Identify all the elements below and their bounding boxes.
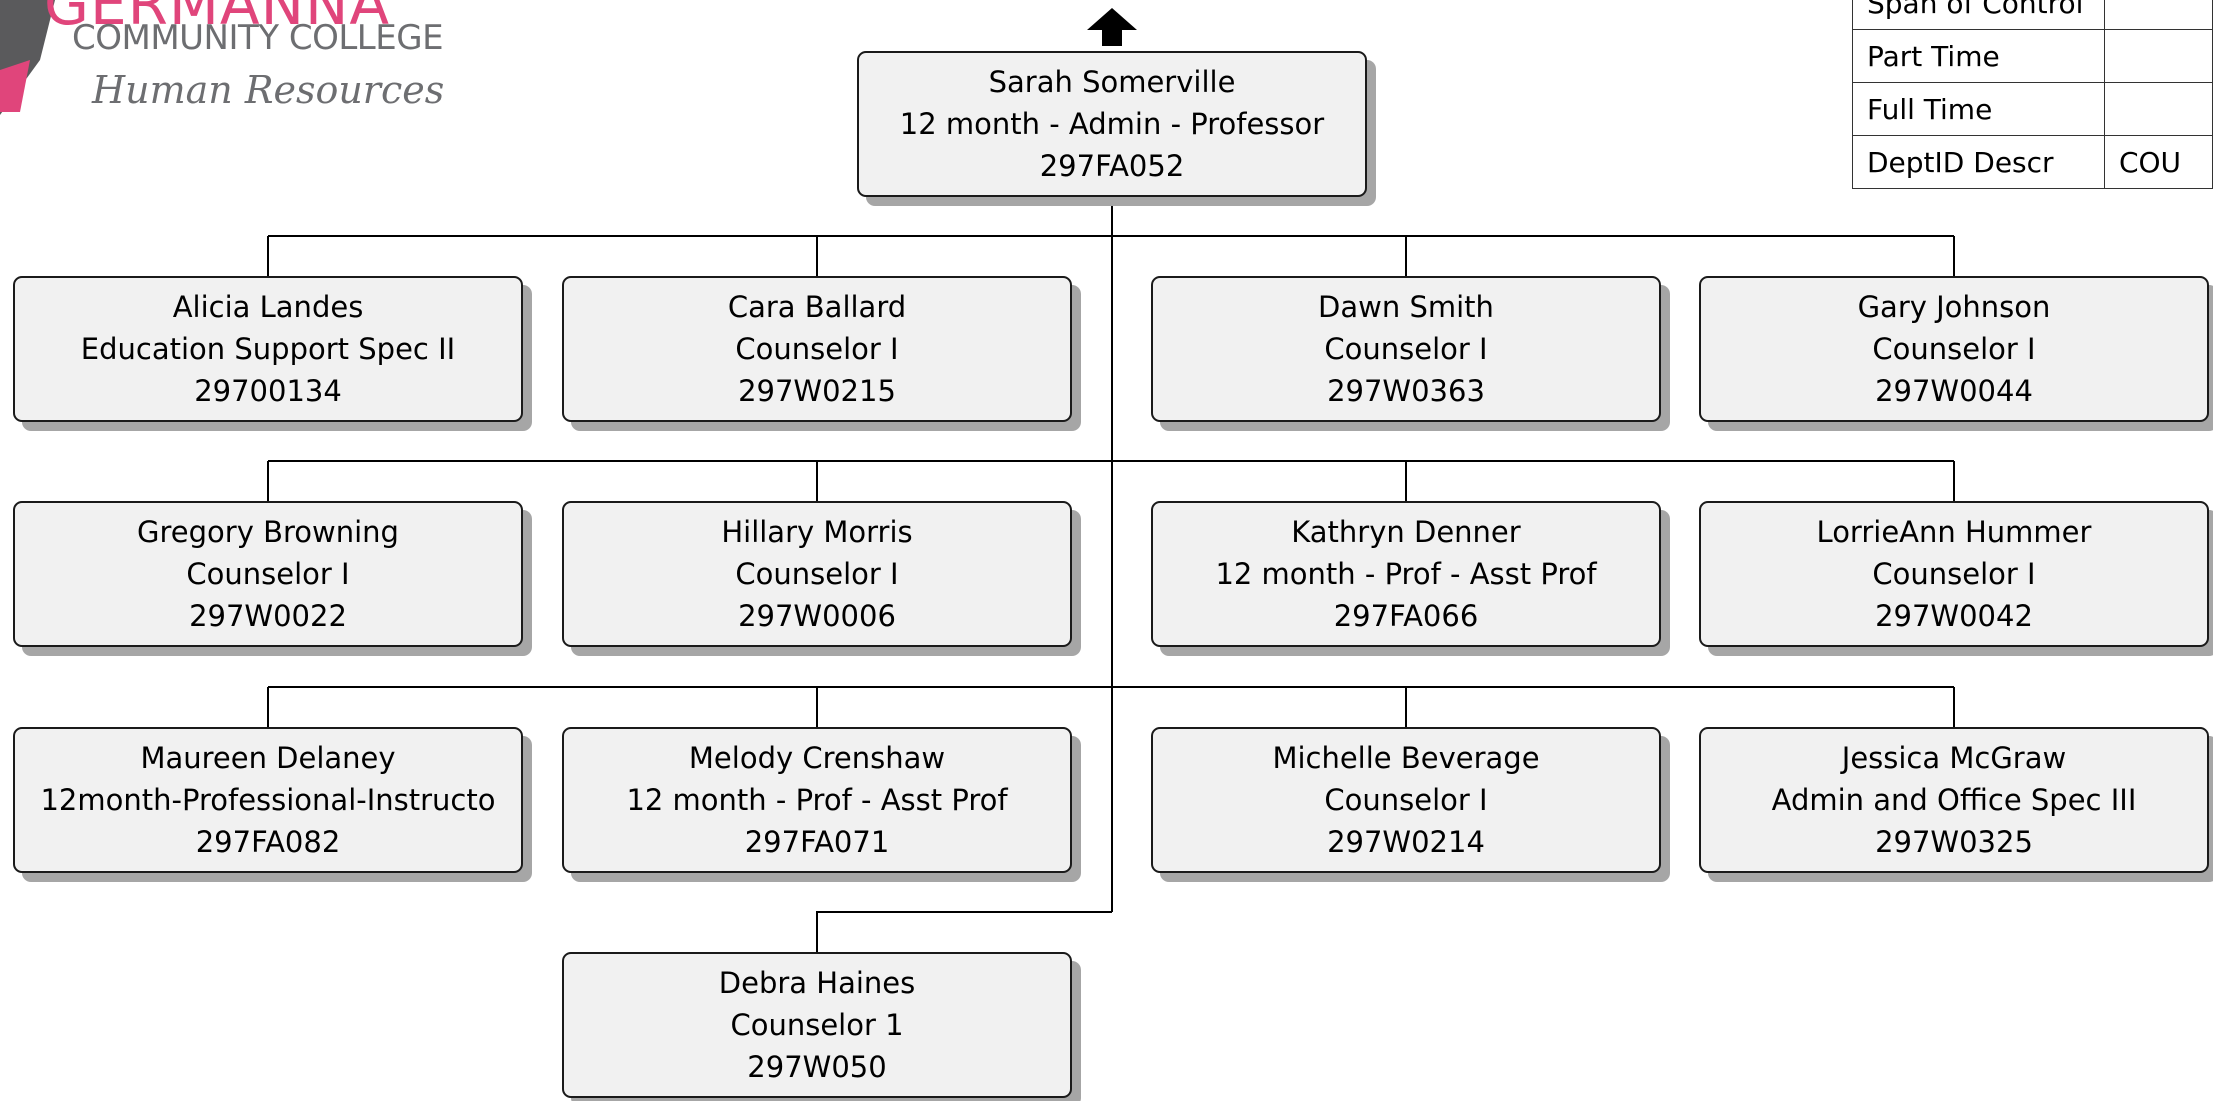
logo-mark-icon [0,0,55,115]
node-title: 12 month - Admin - Professor [899,107,1325,141]
info-label: Full Time [1852,82,2105,136]
node-name: Sarah Somerville [988,65,1236,99]
node-name: Cara Ballard [727,290,907,324]
info-table: Span of Control Part Time Full Time Dept… [1852,0,2213,189]
row2-branch [267,460,1955,501]
node-name: LorrieAnn Hummer [1816,515,2092,549]
report-node[interactable]: Alicia Landes Education Support Spec II … [13,276,523,422]
node-position-id: 297W0022 [189,599,347,633]
node-title: Admin and Office Spec III [1771,783,2137,817]
node-title: Counselor I [1872,557,2036,591]
report-node[interactable]: Jessica McGraw Admin and Office Spec III… [1699,727,2209,873]
report-node[interactable]: Debra Haines Counselor 1 297W050 [562,952,1072,1098]
node-position-id: 297W0006 [738,599,896,633]
node-name: Jessica McGraw [1841,741,2067,775]
report-node[interactable]: Maureen Delaney 12month-Professional-Ins… [13,727,523,873]
node-title: 12month-Professional-Instructo [40,783,496,817]
node-position-id: 297FA071 [744,825,890,859]
node-name: Gregory Browning [137,515,399,549]
info-value [2103,29,2213,83]
node-title: Counselor I [735,557,899,591]
info-value [2103,0,2213,30]
node-name: Kathryn Denner [1291,515,1521,549]
node-name: Gary Johnson [1857,290,2051,324]
logo-wordmark: GERMANNA [44,0,391,38]
node-position-id: 29700134 [194,374,342,408]
node-title: 12 month - Prof - Asst Prof [1215,557,1597,591]
row1-branch [267,235,1955,276]
logo-department: Human Resources [92,68,445,112]
college-logo: GERMANNA COMMUNITY COLLEGE Human Resourc… [0,0,460,120]
info-row-full-time: Full Time [1852,82,2213,136]
node-position-id: 297W0363 [1327,374,1485,408]
node-title: Counselor I [1324,332,1488,366]
row3-branch [267,686,1955,727]
node-title: Counselor I [1872,332,2036,366]
node-position-id: 297FA082 [195,825,341,859]
node-title: Counselor I [186,557,350,591]
info-row-part-time: Part Time [1852,29,2213,83]
report-node[interactable]: Gregory Browning Counselor I 297W0022 [13,501,523,647]
info-label: Part Time [1852,29,2105,83]
report-node[interactable]: Michelle Beverage Counselor I 297W0214 [1151,727,1661,873]
report-node[interactable]: Dawn Smith Counselor I 297W0363 [1151,276,1661,422]
report-node[interactable]: Gary Johnson Counselor I 297W0044 [1699,276,2209,422]
node-position-id: 297W050 [747,1050,887,1084]
info-value: COU [2103,135,2213,189]
node-name: Dawn Smith [1318,290,1494,324]
node-title: 12 month - Prof - Asst Prof [626,783,1008,817]
node-name: Michelle Beverage [1272,741,1540,775]
logo-subtitle: COMMUNITY COLLEGE [72,18,444,58]
node-position-id: 297W0214 [1327,825,1485,859]
node-name: Alicia Landes [172,290,364,324]
node-name: Maureen Delaney [140,741,396,775]
node-title: Counselor I [735,332,899,366]
info-row-span: Span of Control [1852,0,2213,30]
node-name: Debra Haines [718,966,916,1000]
info-value [2103,82,2213,136]
report-node[interactable]: Kathryn Denner 12 month - Prof - Asst Pr… [1151,501,1661,647]
node-name: Melody Crenshaw [688,741,946,775]
node-title: Education Support Spec II [80,332,456,366]
node-name: Hillary Morris [721,515,913,549]
report-node[interactable]: LorrieAnn Hummer Counselor I 297W0042 [1699,501,2209,647]
info-row-dept: DeptID Descr COU [1852,135,2213,189]
report-node[interactable]: Hillary Morris Counselor I 297W0006 [562,501,1072,647]
node-position-id: 297W0042 [1875,599,2033,633]
navigate-up-icon[interactable] [1085,6,1139,48]
node-position-id: 297W0325 [1875,825,2033,859]
manager-node[interactable]: Sarah Somerville 12 month - Admin - Prof… [857,51,1367,197]
node-position-id: 297W0044 [1875,374,2033,408]
report-node[interactable]: Cara Ballard Counselor I 297W0215 [562,276,1072,422]
info-label: Span of Control [1852,0,2105,30]
node-position-id: 297W0215 [738,374,896,408]
node-title: Counselor I [1324,783,1488,817]
report-node[interactable]: Melody Crenshaw 12 month - Prof - Asst P… [562,727,1072,873]
info-label: DeptID Descr [1852,135,2105,189]
node-title: Counselor 1 [730,1008,904,1042]
node-position-id: 297FA066 [1333,599,1479,633]
row4-branch [816,911,1112,952]
node-position-id: 297FA052 [1039,149,1185,183]
